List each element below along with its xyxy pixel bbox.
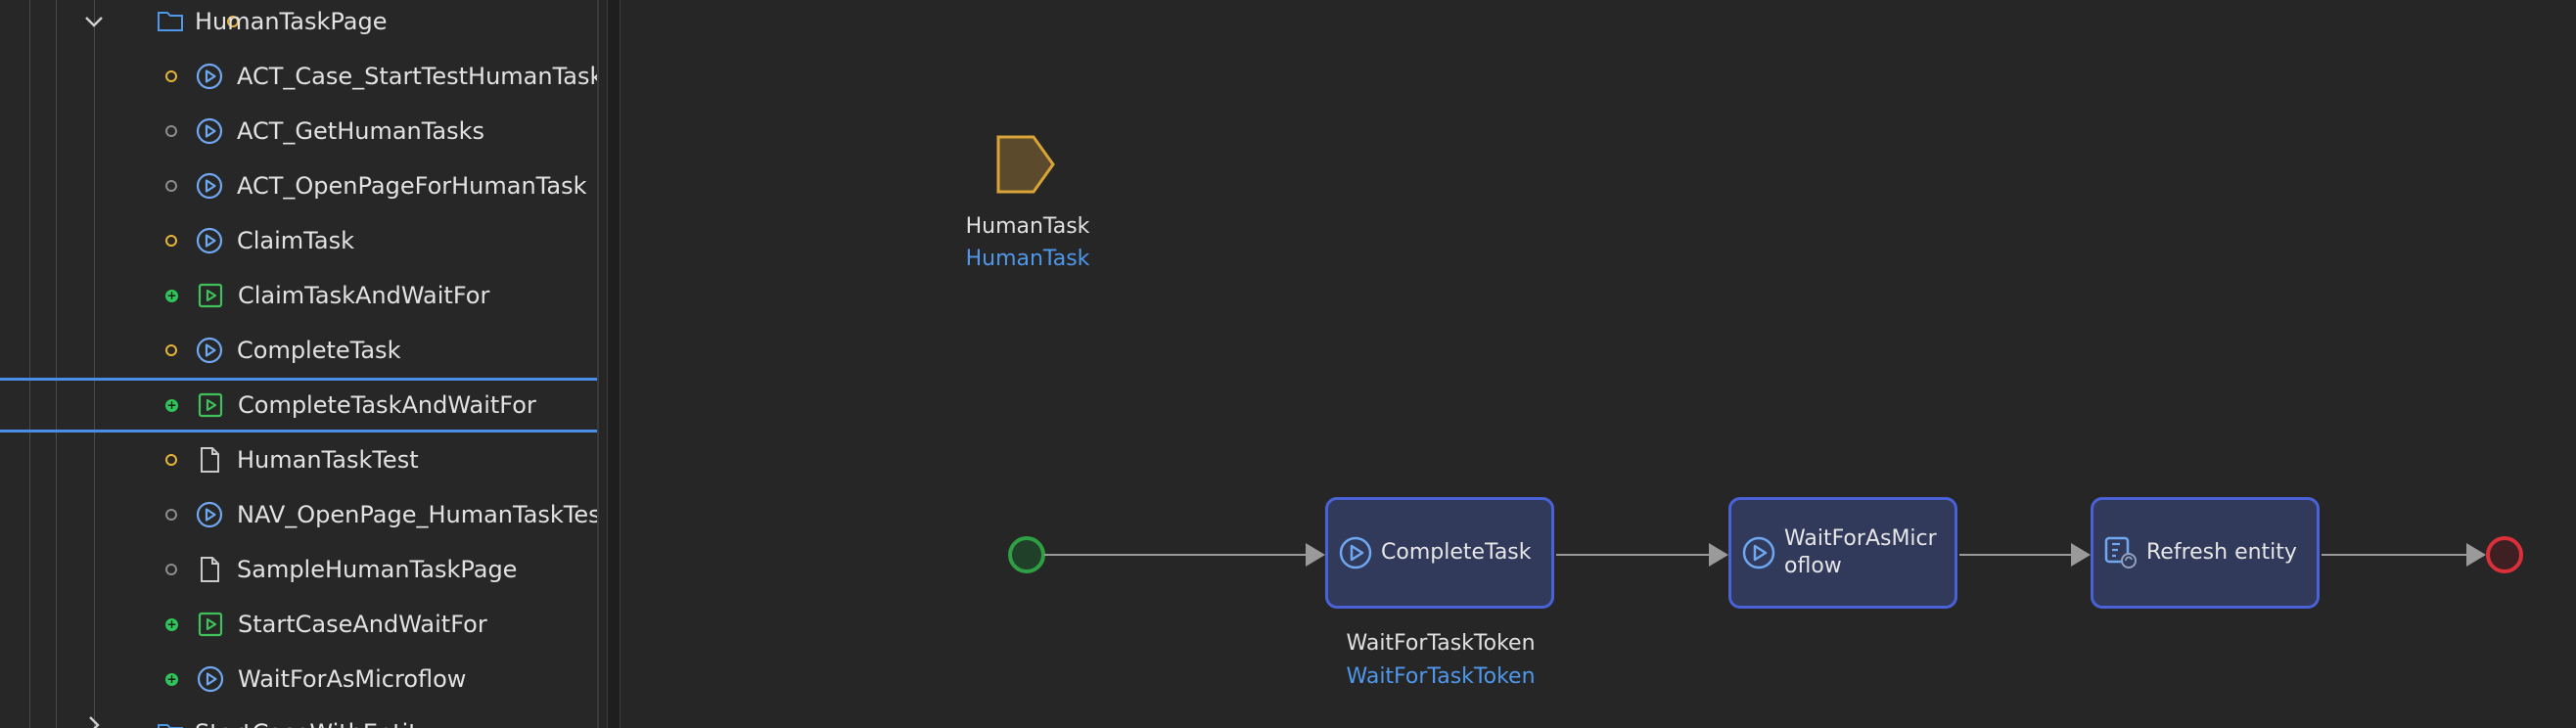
tree-item[interactable]: HumanTaskTest: [0, 432, 597, 487]
call-microflow-icon: [1741, 535, 1776, 570]
status-modified-icon: [227, 16, 239, 27]
status-unchanged-icon: [165, 125, 177, 137]
tree-item-label: ClaimTask: [237, 227, 354, 254]
tree-item-label: ClaimTaskAndWaitFor: [238, 282, 490, 309]
tree-item-label: ACT_OpenPageForHumanTask: [237, 172, 587, 200]
panel-resize-handle[interactable]: [607, 0, 621, 728]
activity-completetask[interactable]: CompleteTask: [1325, 497, 1554, 609]
tree-item-label: WaitForAsMicroflow: [238, 665, 467, 693]
tree-item-label: CompleteTask: [237, 337, 401, 364]
chevron-right-icon[interactable]: [86, 715, 102, 728]
tree-item[interactable]: StartCaseAndWaitFor: [0, 597, 597, 652]
microflow-icon: [196, 337, 223, 364]
status-modified-icon: [165, 454, 177, 466]
arrow-head-icon: [2466, 543, 2486, 567]
tree-item-label: StartCaseAndWaitFor: [238, 611, 487, 638]
activity-waitforasmicroflow[interactable]: WaitForAsMicroflow: [1728, 497, 1957, 609]
microflow-icon: [196, 501, 223, 528]
tree-item-label: HumanTaskTest: [237, 446, 419, 474]
activity-label: Refresh entity: [2146, 540, 2297, 565]
workflow-icon: [197, 391, 224, 419]
refresh-entity-icon: [2103, 535, 2139, 570]
tree-item-label: ACT_GetHumanTasks: [237, 117, 485, 145]
parameter-type: HumanTask: [965, 247, 1090, 271]
tree-item[interactable]: ClaimTask: [0, 213, 597, 268]
status-added-icon: [165, 398, 178, 412]
activity-output-name: WaitForTaskToken: [1346, 631, 1536, 656]
activity-output-type: WaitForTaskToken: [1346, 664, 1536, 689]
page-icon: [196, 556, 223, 583]
status-modified-icon: [165, 344, 177, 356]
activity-refresh-entity[interactable]: Refresh entity: [2091, 497, 2320, 609]
arrow-head-icon: [1306, 543, 1325, 567]
microflow-icon: [196, 63, 223, 90]
microflow-icon: [197, 665, 224, 693]
tree-item-label: SampleHumanTaskPage: [237, 556, 518, 583]
microflow-icon: [196, 227, 223, 254]
tree-item[interactable]: CompleteTaskAndWaitFor: [0, 378, 597, 432]
status-unchanged-icon: [165, 564, 177, 575]
activity-label: WaitForAsMicroflow: [1784, 526, 1937, 578]
tree-item-label: NAV_OpenPage_HumanTaskTest: [237, 501, 597, 528]
status-added-icon: [165, 289, 178, 302]
microflow-canvas[interactable]: HumanTask HumanTask CompleteTask WaitFor…: [621, 0, 2576, 728]
call-microflow-icon: [1338, 535, 1373, 570]
tree-item[interactable]: ACT_GetHumanTasks: [0, 104, 597, 159]
folder-icon: [157, 9, 184, 36]
tree-folder-label: StartCaseWithEntity: [195, 719, 432, 728]
tree-guide-line: [56, 0, 57, 728]
tree-item[interactable]: ClaimTaskAndWaitFor: [0, 268, 597, 323]
panel-divider: [597, 0, 599, 728]
tree-item[interactable]: SampleHumanTaskPage: [0, 542, 597, 597]
tree-item[interactable]: ACT_OpenPageForHumanTask: [0, 159, 597, 213]
tree-item[interactable]: WaitForAsMicroflow: [0, 652, 597, 706]
status-modified-icon: [165, 70, 177, 82]
tree-item-label: ACT_Case_StartTestHumanTask: [237, 63, 597, 90]
tree-item[interactable]: ACT_Case_StartTestHumanTask: [0, 49, 597, 104]
status-modified-icon: [165, 235, 177, 247]
tree-guide-line: [94, 0, 95, 728]
end-event[interactable]: [2486, 536, 2523, 573]
activity-label: CompleteTask: [1381, 540, 1532, 565]
tree-item[interactable]: NAV_OpenPage_HumanTaskTest: [0, 487, 597, 542]
page-icon: [196, 446, 223, 474]
status-added-icon: [165, 617, 178, 631]
parameter-name: HumanTask: [965, 214, 1090, 239]
tree-item[interactable]: CompleteTask: [0, 323, 597, 378]
folder-icon: [157, 721, 184, 728]
workflow-icon: [197, 611, 224, 638]
project-explorer: HumanTaskPage ACT_Case_StartTestHumanTas…: [0, 0, 597, 728]
microflow-icon: [196, 172, 223, 200]
tree-folder-label: HumanTaskPage: [195, 8, 388, 35]
tree-folder-humantaskpage[interactable]: HumanTaskPage: [0, 0, 597, 49]
parameter-icon[interactable]: [996, 135, 1055, 198]
status-unchanged-icon: [165, 509, 177, 521]
sequence-flow-lines: [1008, 536, 2523, 573]
tree-item-label: CompleteTaskAndWaitFor: [238, 391, 536, 419]
arrow-head-icon: [2071, 543, 2091, 567]
start-event[interactable]: [1008, 536, 1045, 573]
status-unchanged-icon: [165, 180, 177, 192]
chevron-down-icon[interactable]: [82, 10, 106, 33]
status-added-icon: [165, 672, 178, 686]
microflow-icon: [196, 117, 223, 145]
arrow-head-icon: [1709, 543, 1728, 567]
tree-guide-line: [29, 0, 30, 728]
tree-folder-partial[interactable]: StartCaseWithEntity: [0, 707, 597, 728]
workflow-icon: [197, 282, 224, 309]
